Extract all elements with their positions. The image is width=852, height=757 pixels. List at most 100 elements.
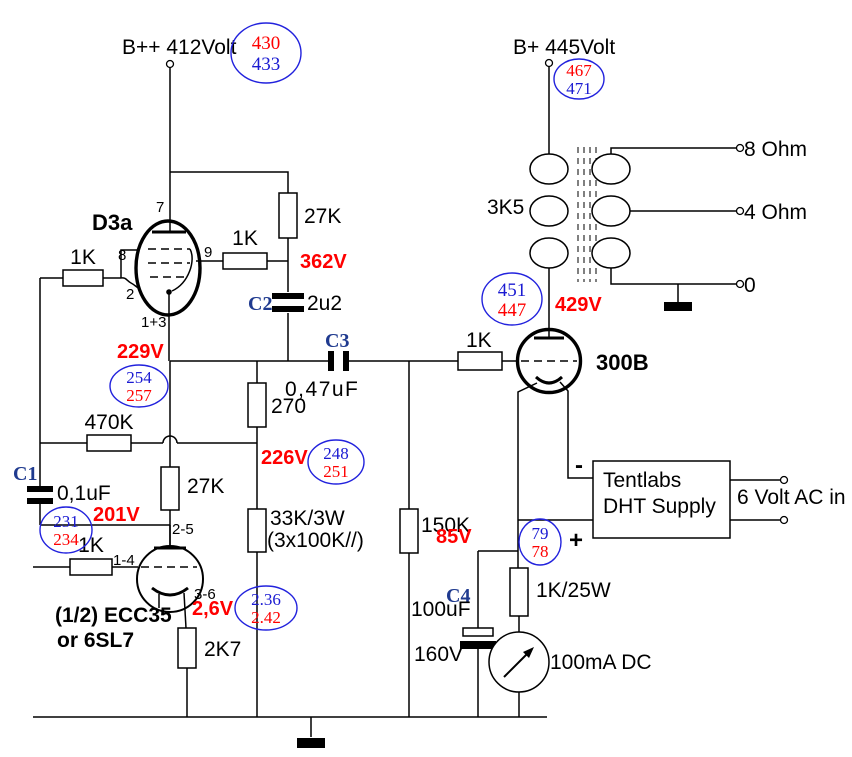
voltage-2-6v: 2,6V — [192, 598, 234, 620]
terminal-ac-1 — [779, 475, 789, 485]
resistor-1k-25w — [509, 567, 529, 617]
reading-ecc35-cathode-top: 2.36 — [251, 590, 281, 609]
label-c4-rating: 160V — [414, 643, 463, 666]
label-c1: C1 — [13, 463, 37, 485]
reading-300b-anode-top: 451 — [498, 280, 527, 301]
primary-coil-loop — [529, 237, 569, 269]
voltage-362v: 362V — [300, 251, 347, 273]
label-dht-supply: DHT Supply — [603, 495, 716, 518]
reading-bpp: 430 433 — [230, 22, 302, 84]
label-primary-3k5: 3K5 — [487, 196, 524, 219]
label-r-270: 270 — [271, 395, 306, 418]
label-c2: C2 — [248, 293, 272, 315]
label-c3: C3 — [325, 330, 349, 352]
label-r-33k-alt: (3x100K//) — [267, 529, 364, 552]
primary-coil-loop — [529, 153, 569, 185]
capacitor-c3 — [328, 351, 349, 371]
reading-ecc35-anode-bottom: 234 — [53, 530, 79, 549]
label-r-1k-d3a-grid: 1K — [70, 246, 96, 269]
secondary-coil-loop — [591, 195, 631, 227]
d3a-cathode-dot — [166, 289, 172, 295]
label-b-plus: B+ 445Volt — [513, 36, 615, 59]
terminal-8ohm — [735, 143, 745, 153]
reading-d3a-cathode: 254 257 — [109, 364, 169, 408]
reading-bp: 467 471 — [553, 58, 605, 100]
pin-ecc35-2-5: 2-5 — [172, 521, 194, 538]
reading-bp-top: 467 — [566, 61, 592, 80]
tube-d3a-body — [134, 219, 202, 317]
voltage-201v: 201V — [93, 504, 140, 526]
resistor-270 — [247, 382, 267, 428]
label-minus: - — [575, 452, 583, 479]
reading-feedback-bottom: 251 — [323, 462, 349, 481]
ground-symbol-speaker — [664, 302, 692, 311]
label-tube-300b: 300B — [596, 350, 649, 375]
d3a-suppressor-link — [171, 248, 193, 292]
label-c4-value: 100uF — [411, 598, 471, 621]
reading-ecc35-cathode: 2.36 2.42 — [234, 585, 298, 631]
reading-feedback-top: 248 — [323, 444, 349, 463]
capacitor-c4 — [460, 627, 496, 649]
label-c4: C4 — [446, 585, 470, 607]
pin-d3a-1-3: 1+3 — [141, 314, 166, 331]
label-tap-0: 0 — [744, 274, 756, 297]
label-r-1k-300b: 1K — [466, 329, 492, 352]
label-tentlabs: Tentlabs — [603, 469, 681, 492]
pin-d3a-8: 8 — [118, 247, 126, 264]
secondary-coil-loop — [591, 237, 631, 269]
label-6v-ac-in: 6 Volt AC in — [737, 486, 846, 509]
resistor-33k-3w — [247, 508, 267, 553]
terminal-bp — [544, 58, 554, 68]
resistor-d3a-grid-1k — [62, 269, 104, 287]
label-c2-value: 2u2 — [307, 292, 342, 315]
voltage-226v: 226V — [261, 447, 308, 469]
reading-300b-anode-bottom: 447 — [498, 300, 527, 321]
resistor-2k7 — [177, 627, 197, 669]
label-tap-4ohm: 4 Ohm — [744, 201, 807, 224]
capacitor-c2 — [272, 293, 304, 312]
label-tap-8ohm: 8 Ohm — [744, 138, 807, 161]
pin-d3a-2: 2 — [126, 286, 134, 303]
label-r-27k-ecc35: 27K — [187, 475, 224, 498]
resistor-27k-ecc35 — [160, 466, 180, 511]
resistor-150k — [399, 508, 419, 554]
voltage-229v: 229V — [117, 341, 164, 363]
label-tube-d3a: D3a — [92, 210, 133, 235]
resistor-300b-grid-1k — [457, 351, 503, 371]
label-b-plus-plus: B++ 412Volt — [122, 36, 237, 59]
label-r-1k-input: 1K — [78, 534, 104, 557]
pin-ecc35-1-4: 1-4 — [113, 552, 135, 569]
reading-feedback: 248 251 — [307, 439, 365, 485]
reading-ecc35-cathode-bottom: 2.42 — [251, 608, 281, 627]
label-r-2k7: 2K7 — [204, 638, 241, 661]
voltage-429v: 429V — [555, 294, 602, 316]
terminal-4ohm — [735, 206, 745, 216]
terminal-bpp — [165, 59, 175, 69]
label-c1-value: 0,1uF — [57, 482, 111, 505]
current-meter — [488, 631, 550, 693]
secondary-coil-loop — [591, 153, 631, 185]
capacitor-c1 — [27, 486, 53, 504]
reading-bpp-bottom: 433 — [252, 54, 281, 75]
tube-300b-internals — [521, 336, 577, 385]
meter-needle-icon — [503, 653, 528, 678]
primary-coil-loop — [529, 195, 569, 227]
reading-filament: 79 78 — [518, 518, 562, 566]
dht-supply-box — [592, 460, 731, 539]
label-r-470k: 470K — [84, 411, 133, 434]
label-tube-ecc35-line1: (1/2) ECC35 — [55, 604, 172, 627]
label-r-1k-25w: 1K/25W — [536, 579, 611, 602]
tube-ecc35-internals — [141, 546, 197, 597]
pin-d3a-9: 9 — [204, 244, 212, 261]
label-r-27k-top: 27K — [304, 205, 341, 228]
reading-ecc35-anode: 231 234 — [39, 506, 93, 554]
reading-ecc35-anode-top: 231 — [53, 512, 79, 531]
reading-bpp-top: 430 — [252, 33, 281, 54]
ecc35-cathode-arc — [151, 586, 189, 597]
label-r-1k-d3a-screen: 1K — [232, 227, 258, 250]
label-r-150k: 150K — [421, 514, 470, 537]
terminal-0ohm — [735, 279, 745, 289]
resistor-470k — [86, 434, 132, 452]
